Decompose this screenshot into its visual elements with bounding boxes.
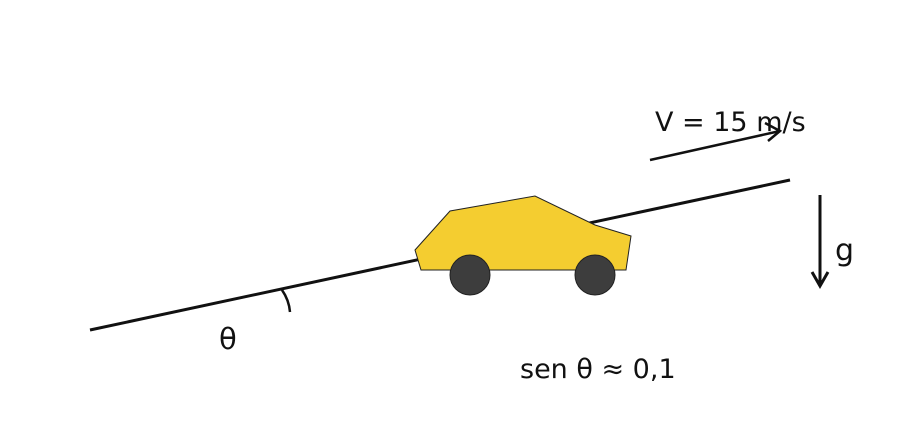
car-rear-wheel — [449, 254, 491, 296]
velocity-label: V = 15 m/s — [655, 107, 806, 138]
car-icon — [414, 195, 632, 296]
angle-arc — [280, 289, 292, 313]
velocity-arrow-shaft — [649, 129, 781, 162]
relation-label: sen θ ≈ 0,1 — [520, 354, 676, 385]
car-front-wheel — [574, 254, 616, 296]
angle-label: θ — [219, 322, 237, 356]
arrow-down-icon — [810, 195, 830, 290]
gravity-arrow-head — [810, 271, 830, 290]
arrow-up-right-icon — [649, 121, 783, 162]
velocity-arrow-head — [764, 121, 783, 142]
gravity-label: g — [835, 233, 854, 268]
